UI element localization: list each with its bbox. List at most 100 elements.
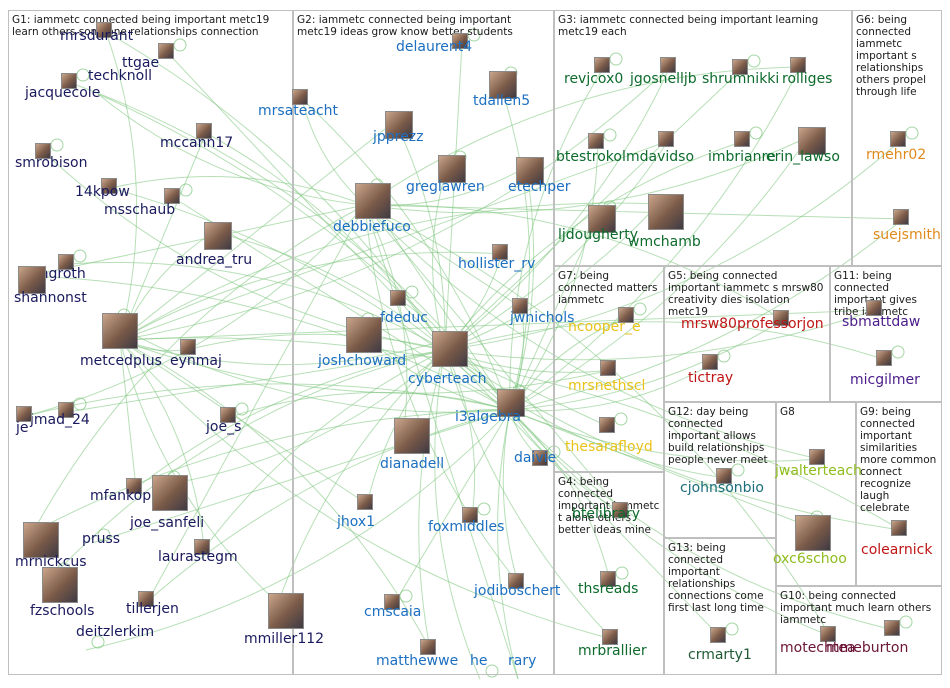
node-label: deitzlerkim [76, 624, 154, 640]
node-label: jacquecole [25, 85, 100, 101]
avatar-icon [876, 350, 892, 366]
avatar-icon [893, 209, 909, 225]
avatar-icon [432, 331, 468, 367]
node-label: btestrokol [556, 149, 626, 165]
node-label: smrobison [15, 155, 87, 171]
group-label-g5: G5: being connected important iammetc s … [668, 270, 828, 318]
node-label: je [16, 420, 29, 436]
avatar-icon [588, 133, 604, 149]
node-label: ljdougherty [558, 227, 638, 243]
group-label-g1: G1: iammetc connected being important me… [12, 14, 292, 38]
avatar-icon [891, 520, 907, 536]
node-label: foxmiddles [428, 519, 504, 535]
avatar-icon [734, 131, 750, 147]
node-label: joshchoward [318, 353, 406, 369]
node-label: metcedplus [80, 353, 162, 369]
node-label: mmeburton [826, 640, 908, 656]
node-label: micgilmer [850, 372, 920, 388]
node-label: suejsmith [873, 227, 941, 243]
avatar-icon [357, 494, 373, 510]
node-label: joe_sanfeli [130, 515, 204, 531]
node-label: 14kpow [75, 184, 130, 200]
group-label-g10: G10: being connected important much lear… [780, 590, 940, 626]
node-label: erin_lawso [766, 149, 840, 165]
node-label: crmarty1 [688, 647, 752, 663]
node-label: mmiller112 [244, 631, 324, 647]
group-label-g8: G8 [780, 406, 850, 418]
node-label: joe_s [206, 419, 241, 435]
avatar-icon [355, 183, 391, 219]
node-label: rary [508, 653, 536, 669]
avatar-icon [884, 620, 900, 636]
group-label-g12: G12: day being connected important allow… [668, 406, 774, 466]
node-label: revjcox0 [564, 71, 623, 87]
node-label: msschaub [104, 202, 175, 218]
node-label: debbiefuco [333, 219, 411, 235]
node-label: greglawren [406, 179, 485, 195]
avatar-icon [394, 418, 430, 454]
node-label: matthewwe [376, 653, 458, 669]
node-label: hollister_rv [458, 256, 535, 272]
node-label: i3algebra [455, 409, 521, 425]
node-label: laurastegm [158, 549, 238, 565]
node-label: shrumnikki [702, 71, 779, 87]
node-label: thesarafloyd [565, 439, 653, 455]
group-label-g9: G9: being connected important similariti… [860, 406, 940, 514]
node-label: jwalterteach [775, 463, 862, 479]
node-label: jmad_24 [30, 412, 90, 428]
node-label: eynmaj [170, 353, 222, 369]
node-label: mrsnethscl [568, 378, 645, 394]
avatar-icon [152, 475, 188, 511]
node-label: mrbrallier [578, 643, 647, 659]
node-label: mccann17 [160, 135, 233, 151]
node-label: jgosnelljb [630, 71, 697, 87]
node-label: cmscaia [364, 604, 421, 620]
group-label-g13: G13: being connected important relations… [668, 542, 774, 614]
group-label-g3: G3: iammetc connected being important le… [558, 14, 848, 38]
avatar-icon [268, 593, 304, 629]
node-label: dianadell [380, 456, 444, 472]
node-label: he [470, 653, 488, 669]
avatar-icon [23, 522, 59, 558]
group-label-g11: G11: being connected important gives tri… [834, 270, 940, 318]
avatar-icon [102, 313, 138, 349]
node-label: thsreads [578, 581, 638, 597]
node-label: sbmattdaw [842, 314, 920, 330]
node-label: cyberteach [408, 371, 487, 387]
avatar-icon [795, 515, 831, 551]
node-label: fdeduc [380, 310, 428, 326]
avatar-icon [702, 354, 718, 370]
node-label: tillerjen [126, 601, 179, 617]
node-label: etechper [508, 179, 571, 195]
node-label: rmehr02 [866, 147, 926, 163]
node-label: jodiboschert [474, 583, 560, 599]
node-label: jhox1 [337, 514, 375, 530]
node-label: shannonst [14, 290, 87, 306]
node-label: techknoll [88, 68, 152, 84]
node-label: oxc6schoo [773, 551, 847, 567]
avatar-icon [890, 131, 906, 147]
node-label: mrsw80professorjon [681, 316, 824, 332]
node-label: mrsdurant [60, 28, 133, 44]
node-label: rolliges [782, 71, 832, 87]
node-label: andrea_tru [176, 252, 252, 268]
node-label: cjohnsonbio [680, 480, 764, 496]
node-label: btelibrary [572, 506, 640, 522]
avatar-icon [390, 290, 406, 306]
node-label: tictray [688, 370, 733, 386]
node-label: mfankop [90, 488, 151, 504]
group-label-g7: G7: being connected matters iammetc [558, 270, 662, 306]
avatar-icon [346, 317, 382, 353]
node-label: pruss [82, 531, 120, 547]
node-label: delaurent4 [396, 39, 472, 55]
avatar-icon [710, 627, 726, 643]
avatar-icon [599, 417, 615, 433]
node-label: colearnick [861, 542, 932, 558]
node-label: ncooper_e [568, 319, 641, 335]
node-label: tdallen5 [473, 93, 530, 109]
node-label: daivie [514, 450, 556, 466]
avatar-icon [158, 43, 174, 59]
node-label: mdavidso [626, 149, 694, 165]
node-label: wmchamb [628, 234, 701, 250]
group-label-g2: G2: iammetc connected being important me… [297, 14, 552, 38]
